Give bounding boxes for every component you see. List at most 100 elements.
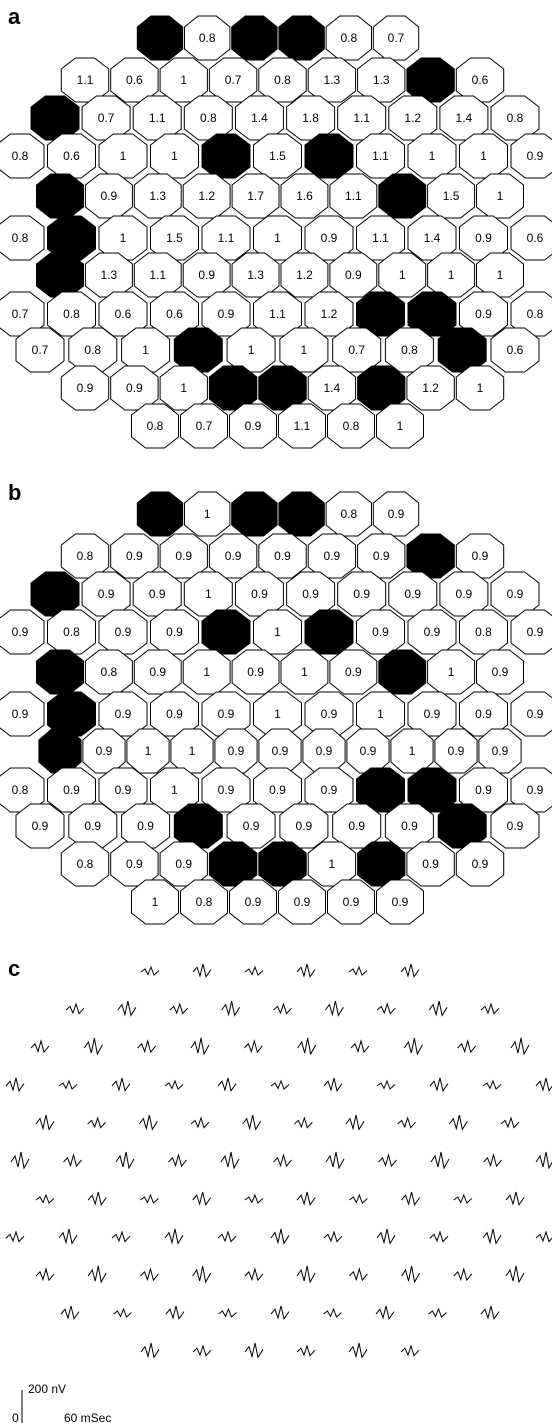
hex-shape bbox=[427, 173, 476, 219]
hex-shape bbox=[459, 215, 508, 261]
hex-cell-b-r4c8: 1 bbox=[427, 649, 476, 695]
hex-value: 0.9 bbox=[401, 819, 418, 833]
hex-value: 1.3 bbox=[149, 189, 166, 203]
erg-trace-r1c1 bbox=[117, 1000, 137, 1017]
hex-cell-b-r5c8: 0.9 bbox=[407, 691, 457, 737]
scale-time-label: 60 mSec bbox=[64, 1411, 111, 1423]
erg-trace-r9c4 bbox=[270, 1305, 290, 1321]
hex-value: 0.9 bbox=[492, 744, 509, 758]
erg-trace-r1c3 bbox=[221, 1000, 241, 1017]
hex-shape bbox=[455, 533, 505, 579]
hex-value: 1.4 bbox=[324, 381, 341, 395]
hex-cell-b-r2c0 bbox=[30, 571, 80, 617]
hex-cell-b-r4c3: 1 bbox=[182, 649, 231, 695]
hex-cell-b-r6c10: 0.9 bbox=[478, 728, 522, 774]
hex-shape bbox=[133, 252, 182, 298]
erg-trace-r0c0 bbox=[140, 965, 160, 976]
erg-trace-r9c0 bbox=[60, 1305, 80, 1321]
erg-trace-r1c8 bbox=[480, 1002, 500, 1015]
hex-value: 1 bbox=[377, 707, 384, 721]
hex-cell-b-r9c1: 0.9 bbox=[110, 841, 159, 887]
hex-value: 0.6 bbox=[63, 149, 80, 163]
hex-cell-b-r2c5: 0.9 bbox=[286, 571, 336, 617]
hex-cell-a-r2c9: 0.8 bbox=[490, 95, 540, 141]
hex-cell-b-r1c6: 0.9 bbox=[357, 533, 406, 579]
hex-value: 0.9 bbox=[166, 707, 183, 721]
hex-cell-a-r0c3 bbox=[278, 15, 325, 61]
hex-shape bbox=[258, 533, 307, 579]
hex-cell-a-r3c1: 0.6 bbox=[47, 133, 96, 179]
hex-value: 0.9 bbox=[345, 665, 362, 679]
hex-shape bbox=[231, 649, 280, 695]
hex-shape bbox=[184, 491, 231, 537]
hex-value: 0.9 bbox=[84, 819, 101, 833]
hex-shape bbox=[286, 95, 336, 141]
hex-shape bbox=[384, 327, 434, 373]
hex-value: 0.8 bbox=[527, 307, 544, 321]
hex-shape bbox=[459, 609, 508, 655]
erg-trace-r3c9 bbox=[482, 1079, 502, 1090]
hex-shape bbox=[280, 252, 329, 298]
hex-value: 1.2 bbox=[422, 381, 439, 395]
erg-trace-r4c4 bbox=[242, 1114, 262, 1131]
hex-shape bbox=[208, 533, 258, 579]
hex-cell-b-r3c2: 0.9 bbox=[98, 609, 148, 655]
hex-value: 0.6 bbox=[527, 231, 544, 245]
hex-cell-a-r9c0: 0.9 bbox=[60, 365, 110, 411]
erg-trace-r6c5 bbox=[296, 1191, 316, 1207]
hex-cell-a-r7c5: 1.1 bbox=[253, 291, 302, 337]
erg-trace-r8c2 bbox=[140, 1267, 159, 1282]
hex-shape bbox=[258, 365, 307, 411]
hex-value: 0.9 bbox=[456, 587, 473, 601]
hex-value: 0.8 bbox=[77, 857, 94, 871]
hex-shape bbox=[226, 327, 276, 373]
hex-value: 0.9 bbox=[348, 819, 365, 833]
hex-cell-b-r6c9: 0.9 bbox=[434, 728, 478, 774]
hex-cell-b-r4c4: 0.9 bbox=[231, 649, 280, 695]
hex-value: 0.8 bbox=[12, 231, 29, 245]
panel-a-label: a bbox=[8, 4, 21, 29]
hex-shape bbox=[455, 365, 505, 411]
hex-shape bbox=[406, 841, 455, 887]
hex-value: 0.9 bbox=[228, 744, 245, 758]
hex-shape bbox=[437, 803, 487, 849]
hex-shape bbox=[82, 728, 126, 774]
hex-value: 1 bbox=[120, 149, 127, 163]
hex-cell-a-r5c10: 0.6 bbox=[510, 215, 552, 261]
hex-shape bbox=[110, 533, 159, 579]
hex-value: 0.9 bbox=[492, 665, 509, 679]
erg-trace-r4c5 bbox=[293, 1116, 313, 1129]
hex-shape bbox=[133, 173, 182, 219]
hex-cell-a-r1c0: 1.1 bbox=[60, 57, 110, 103]
hex-cell-a-r3c2: 1 bbox=[98, 133, 148, 179]
erg-trace-r2c6 bbox=[350, 1039, 370, 1054]
hex-shape bbox=[98, 133, 148, 179]
hex-value: 0.9 bbox=[424, 707, 441, 721]
erg-trace-r1c0 bbox=[65, 1002, 85, 1015]
hex-cell-a-r10c3: 1.1 bbox=[278, 403, 326, 449]
erg-trace-r6c8 bbox=[453, 1193, 473, 1204]
hex-value: 1.2 bbox=[296, 268, 313, 282]
erg-trace-r10c2 bbox=[244, 1342, 264, 1359]
hex-cell-a-r9c7: 1.2 bbox=[406, 365, 455, 411]
hex-cell-b-r1c1: 0.9 bbox=[110, 533, 159, 579]
hex-shape bbox=[390, 728, 434, 774]
hex-cell-b-r1c7 bbox=[406, 533, 455, 579]
hex-cell-a-r2c7: 1.2 bbox=[388, 95, 438, 141]
hex-shape bbox=[98, 609, 148, 655]
erg-trace-r5c3 bbox=[168, 1153, 187, 1168]
hex-value: 0.7 bbox=[196, 419, 213, 433]
hex-value: 0.9 bbox=[527, 625, 544, 639]
erg-trace-r4c9 bbox=[500, 1116, 520, 1129]
hex-value: 1 bbox=[152, 895, 159, 909]
hex-shape bbox=[434, 728, 478, 774]
erg-trace-r5c6 bbox=[325, 1151, 345, 1170]
hex-shape bbox=[280, 649, 329, 695]
scale-amplitude-label: 200 nV bbox=[28, 1382, 66, 1396]
hex-value: 0.8 bbox=[101, 665, 118, 679]
scale-bar-lines bbox=[21, 1390, 23, 1423]
erg-trace-r3c6 bbox=[323, 1077, 343, 1093]
hex-value: 1.4 bbox=[424, 231, 441, 245]
hex-shape bbox=[286, 571, 336, 617]
